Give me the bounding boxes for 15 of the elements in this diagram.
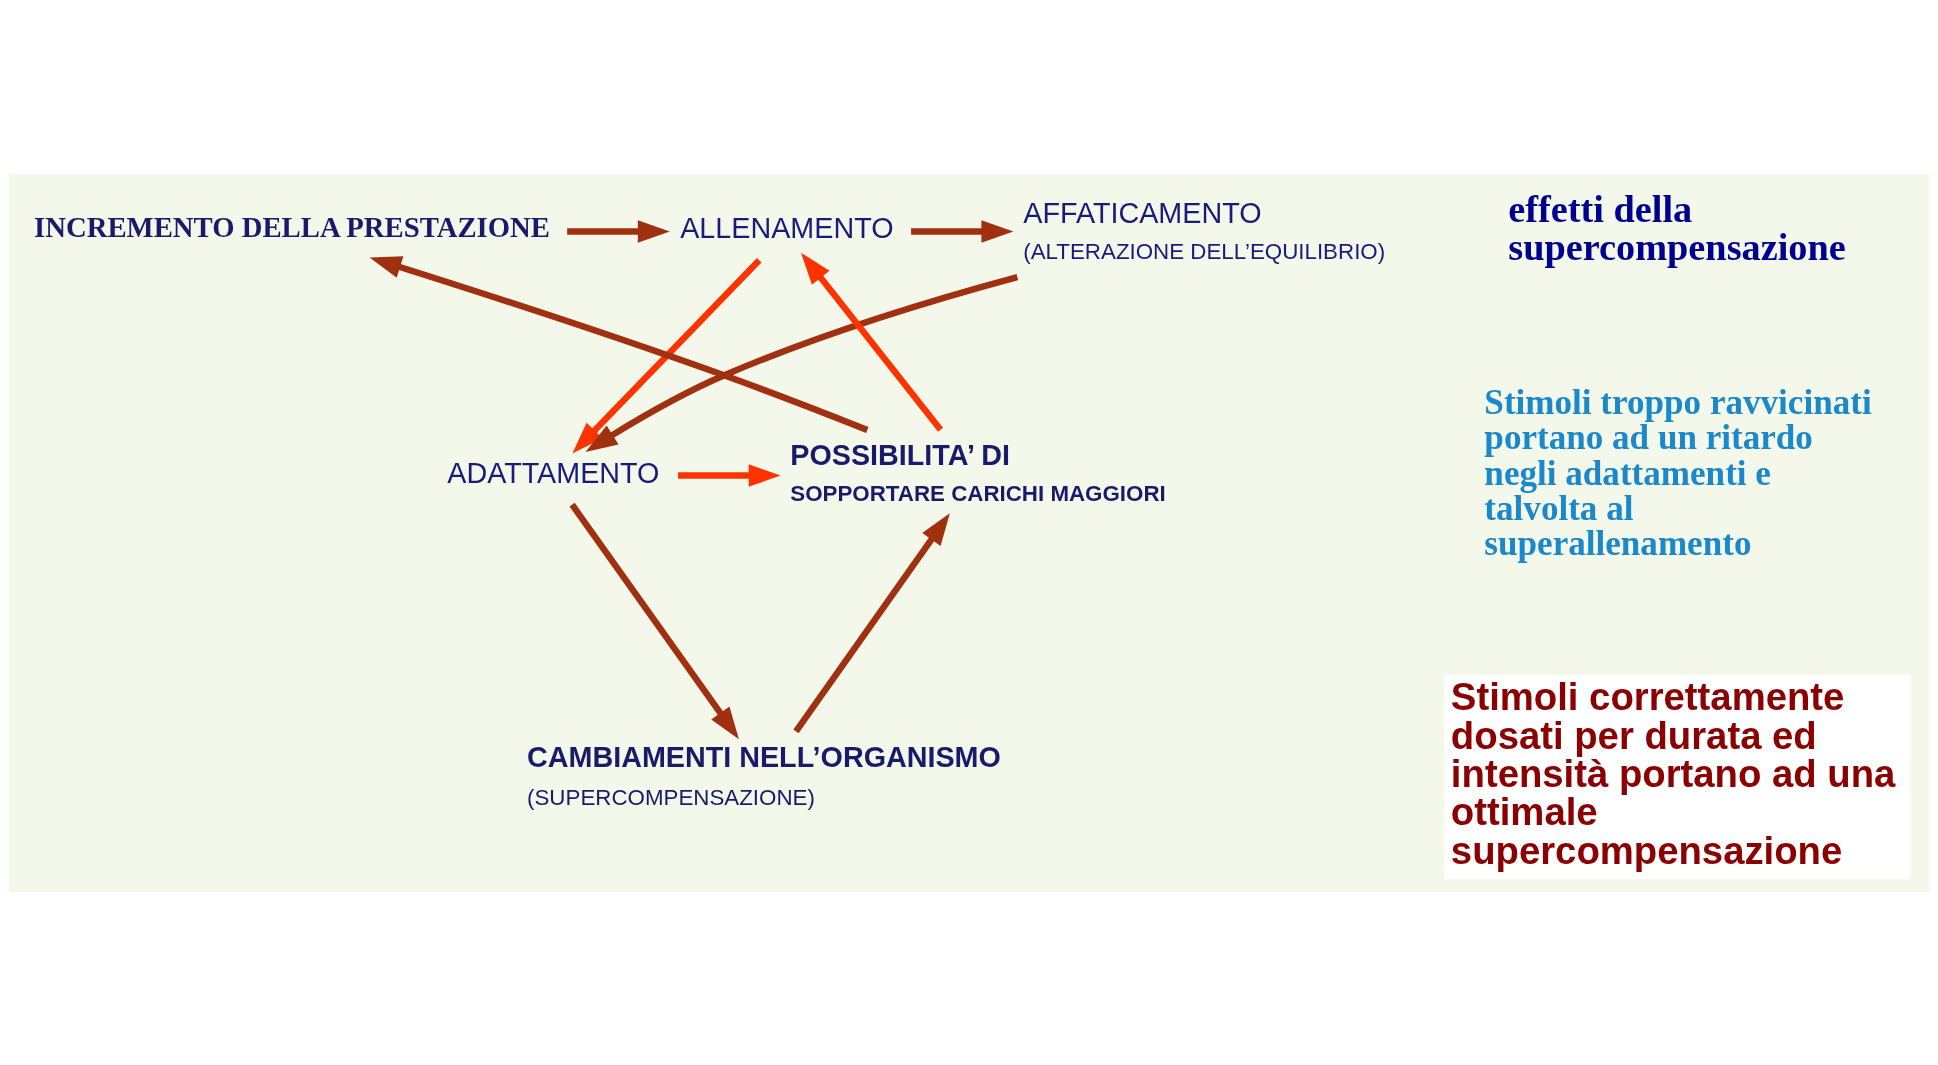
node-text: CAMBIAMENTI NELL’ORGANISMO (SUPERCOMPENSAZIONE) (527, 740, 1001, 810)
label: Stimoli troppo ravvicinati portano ad un ritardo negli adattamenti e talvolta al superallenamento (1484, 382, 1872, 563)
node-text: INCREMENTO DELLA PRESTAZIONE (34, 210, 550, 243)
label: Stimoli correttamente dosati per durata ed intensità portano ad una ottimale supercompensazione (1450, 674, 1896, 872)
node-text: ADATTAMENTO (447, 456, 660, 489)
arrow (569, 502, 739, 739)
arrow (800, 252, 944, 432)
arrow (369, 255, 869, 433)
arrow (793, 512, 950, 733)
label: effetti della supercompensazione (1508, 187, 1846, 268)
node-text: POSSIBILITA’ DI SOPPORTARE CARICHI MAGGIORI (790, 438, 1166, 506)
arrow (585, 273, 1019, 452)
node-text: AFFATICAMENTO (ALTERAZIONE DELL’EQUILIBRIO) (1023, 196, 1386, 264)
arrow (572, 257, 762, 453)
node-text: ALLENAMENTO (680, 211, 894, 244)
